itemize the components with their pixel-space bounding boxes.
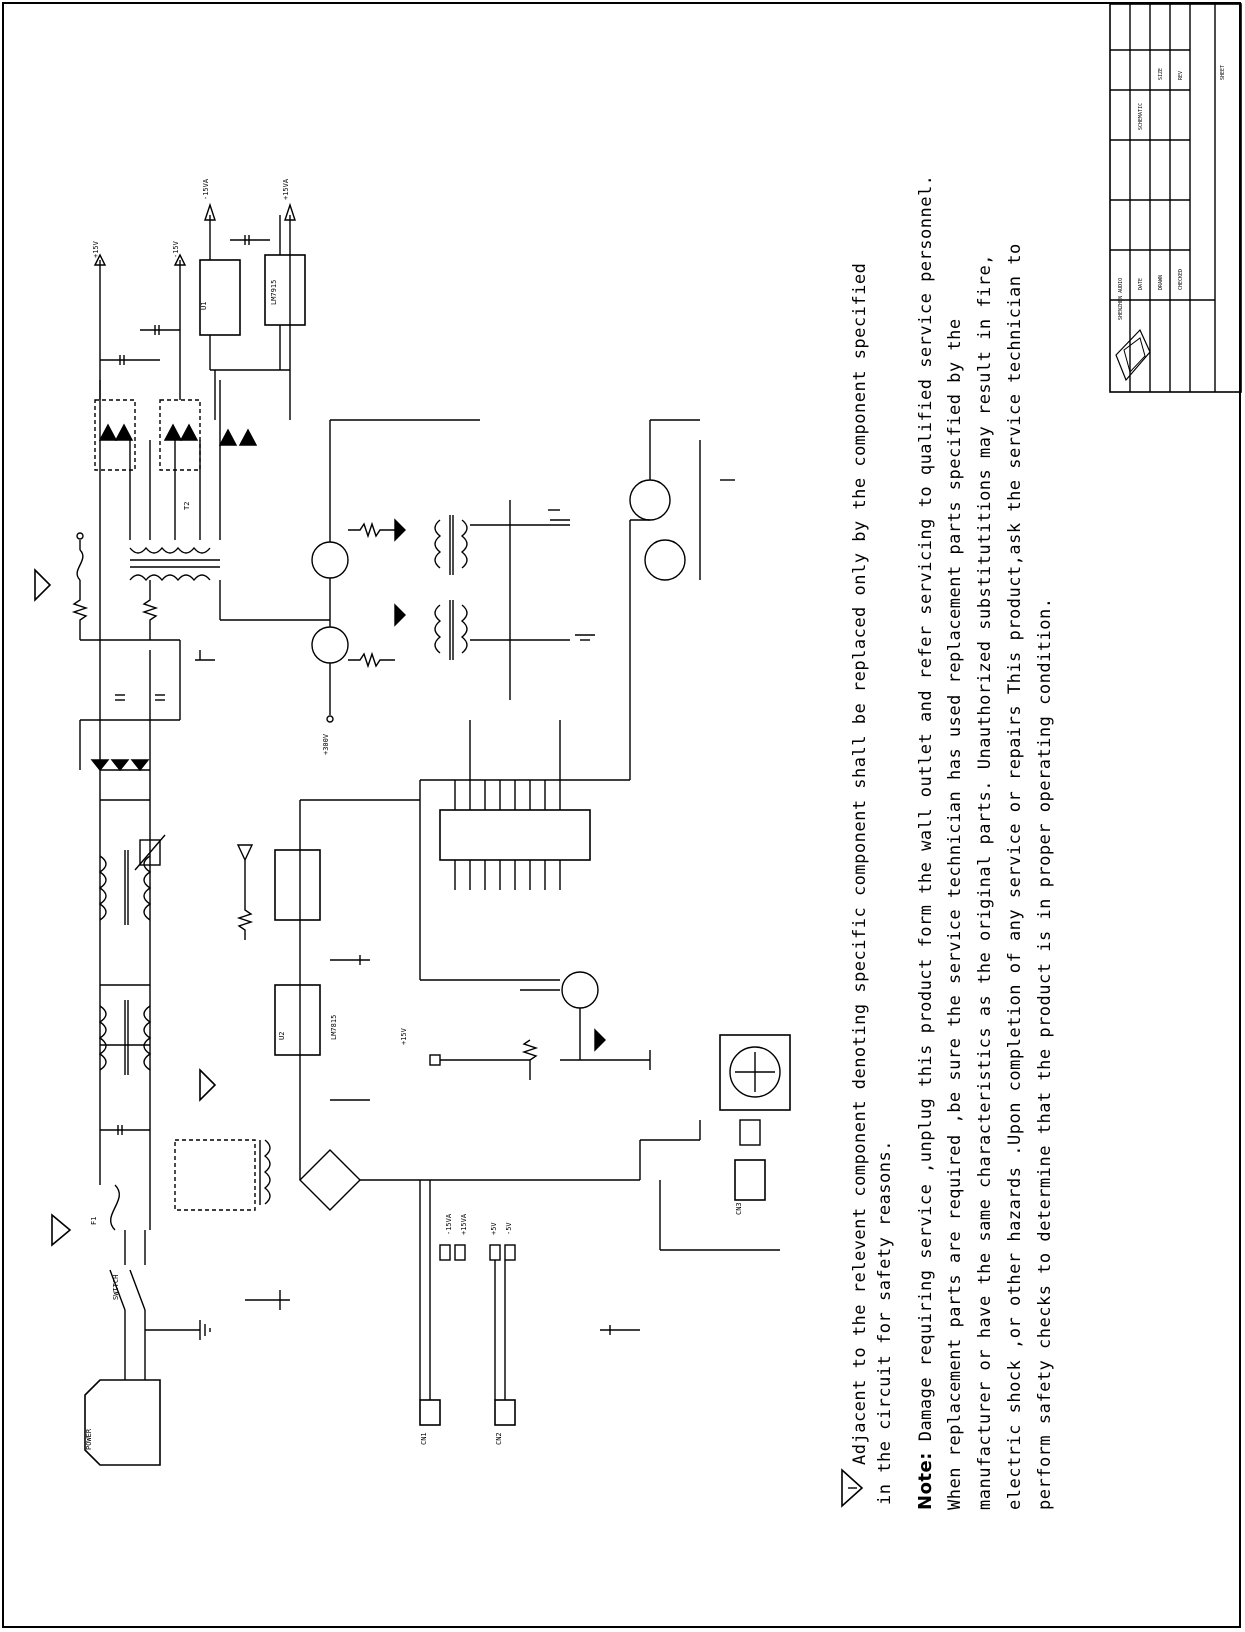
output-rectifiers: [93, 202, 306, 471]
relay-fan: [639, 1034, 791, 1251]
driver-transistors: [429, 419, 735, 1080]
bridge-rectifier: [34, 532, 215, 772]
main-transformer: [129, 380, 330, 621]
pwm-controller-ic: [419, 520, 631, 981]
ac-input-section: [51, 380, 211, 1466]
aux-supply: [174, 799, 640, 1211]
warning-triangle-icon: [841, 1468, 864, 1508]
title-block: [1109, 3, 1242, 393]
emi-filter: [98, 799, 217, 1135]
mosfet-half-bridge: [311, 419, 595, 723]
connectors: [245, 1180, 640, 1426]
